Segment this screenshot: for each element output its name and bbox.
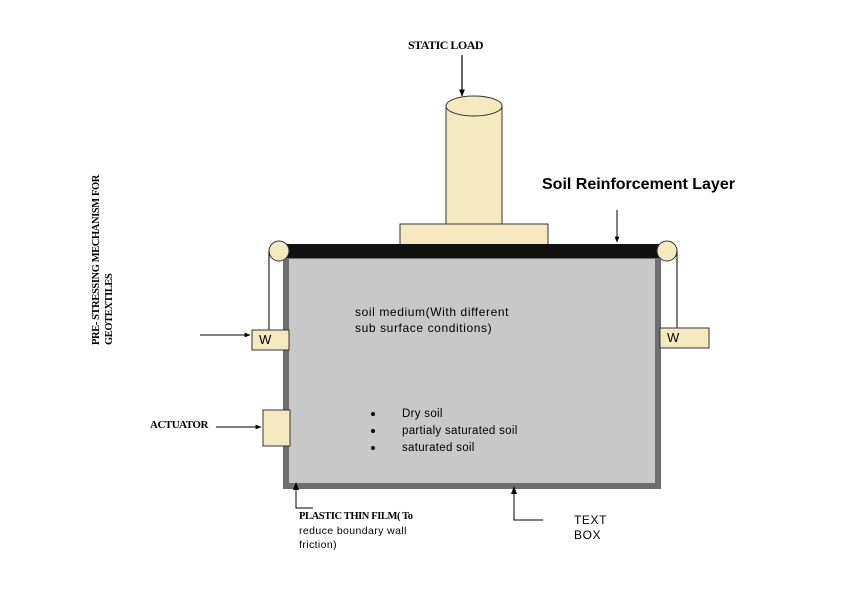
weight-left [251,329,290,351]
text-box-leader [513,490,543,521]
bullet-saturated [371,446,375,450]
plastic-film-line2: reduce boundary wall [299,525,407,537]
soil-medium-line2: sub surface conditions) [355,321,493,335]
text-box-line2: BOX [574,528,602,542]
weight-right [659,327,710,349]
pulley-left [268,240,290,262]
bullet-dry [371,412,375,416]
bullet-partial [371,429,375,433]
static-load-label: STATIC LOAD [408,38,484,52]
soil-reinforcement-label: Soil Reinforcement Layer [542,176,735,193]
soil-condition-item: saturated soil [402,442,475,454]
pre-stressing-label: PRE- STRESSING MECHANISM FOR GEOTEXTILES [90,170,120,345]
soil-conditions-list: Dry soil partialy saturated soil saturat… [402,406,518,457]
actuator-block [262,409,291,447]
soil-tank [283,253,661,489]
weight-left-label: W [259,332,272,347]
text-box-line1: TEXT [574,513,608,527]
weight-right-label: W [667,330,680,345]
pre-stressing-line2: GEOTEXTILES [104,273,115,345]
soil-condition-item: partialy saturated soil [402,425,518,437]
text-box-label: TEXT BOX [574,513,607,543]
footing-plate [399,223,549,246]
actuator-label: ACTUATOR [150,419,208,431]
plastic-film-label: PLASTIC THIN FILM( To reduce boundary wa… [299,510,413,552]
pulley-right [656,240,678,262]
soil-reinforcement-layer [283,244,663,258]
pre-stressing-line1: PRE- STRESSING MECHANISM FOR [91,175,102,345]
plastic-film-line1: PLASTIC THIN FILM( To [299,511,413,522]
soil-medium-line1: soil medium(With different [355,305,510,319]
plastic-film-leader [295,486,313,509]
soil-medium-label: soil medium(With different sub surface c… [355,304,509,336]
soil-condition-item: Dry soil [402,408,443,420]
load-column [445,95,503,225]
plastic-film-line3: friction) [299,539,338,551]
